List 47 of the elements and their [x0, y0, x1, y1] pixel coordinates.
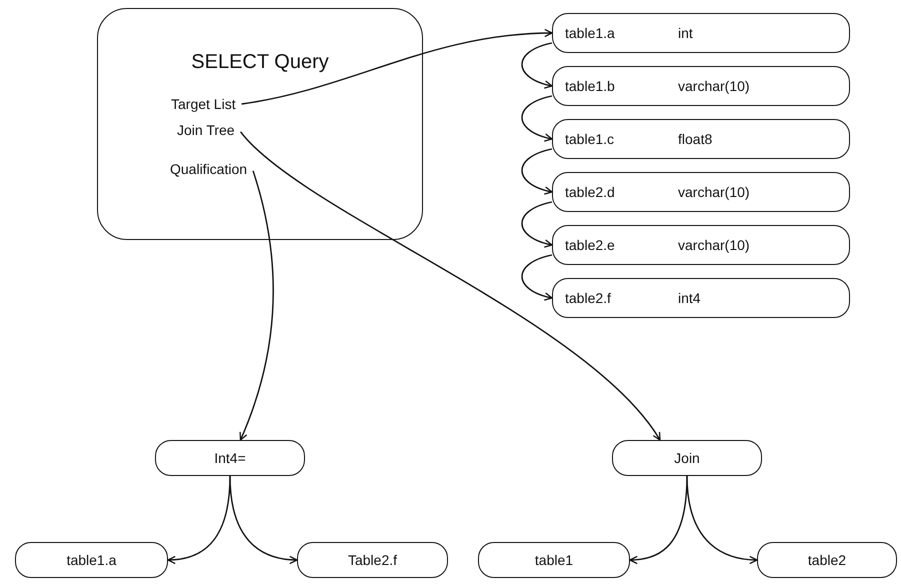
tree-node — [478, 542, 630, 578]
field-name: Target List — [171, 95, 236, 113]
column-entry — [552, 13, 850, 53]
arrow — [241, 29, 553, 105]
query-title: SELECT Query — [190, 51, 330, 74]
node-label: Int4= — [214, 450, 246, 466]
column-type: int4 — [678, 290, 702, 306]
arrow — [521, 201, 553, 248]
node-label: table2 — [808, 552, 846, 568]
column-name: table1.a — [565, 25, 616, 41]
column-entry — [552, 225, 850, 265]
column-type: varchar(10) — [678, 184, 751, 200]
arrow — [240, 131, 661, 441]
arrow — [167, 476, 231, 564]
column-type: int — [678, 25, 694, 41]
arrow — [239, 170, 274, 441]
arrow — [521, 254, 553, 300]
arrow — [521, 148, 553, 194]
tree-node — [155, 440, 305, 476]
column-entry — [552, 119, 850, 159]
field-name: Qualification — [170, 160, 248, 178]
column-type: float8 — [678, 131, 714, 147]
query-box — [97, 8, 423, 240]
node-label: Join — [674, 450, 700, 466]
arrow — [521, 95, 553, 142]
column-name: table2.f — [565, 290, 612, 306]
arrow — [229, 476, 298, 564]
column-name: table1.c — [565, 131, 616, 147]
column-name: table2.e — [565, 237, 616, 253]
tree-node — [757, 542, 897, 578]
field-name: Join Tree — [177, 121, 235, 139]
node-label: table1.a — [66, 552, 116, 568]
column-type: varchar(10) — [678, 237, 751, 253]
arrow — [686, 476, 758, 564]
column-type: varchar(10) — [678, 78, 751, 94]
column-name: table1.b — [565, 78, 616, 94]
node-label: Table2.f — [348, 552, 398, 568]
column-entry — [552, 66, 850, 106]
arrow — [521, 42, 553, 88]
node-label: table1 — [534, 552, 574, 568]
column-entry — [552, 172, 850, 212]
tree-node — [297, 542, 448, 578]
tree-node — [15, 542, 168, 578]
column-name: table2.d — [565, 184, 616, 200]
tree-node — [612, 440, 762, 476]
arrow — [629, 476, 688, 564]
column-entry — [552, 278, 850, 318]
